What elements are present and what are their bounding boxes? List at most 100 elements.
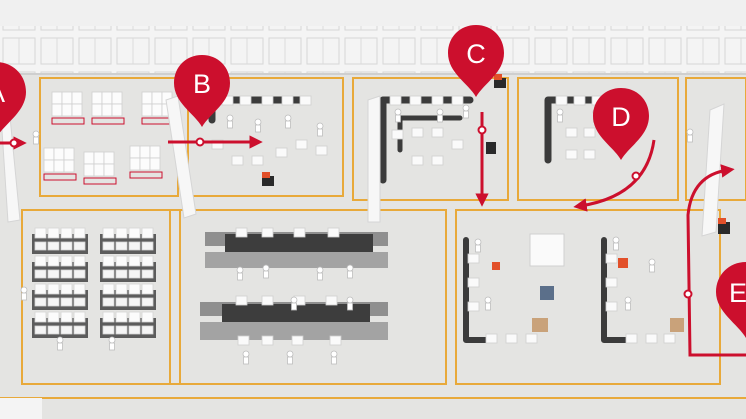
worker-figure <box>317 128 323 137</box>
worker-figure <box>437 114 443 123</box>
pallet-box <box>53 147 65 161</box>
zone-c-packing <box>352 77 509 201</box>
rack-box <box>47 269 60 279</box>
rack-box <box>47 283 60 295</box>
conveyor-sort-left <box>463 237 491 343</box>
pallet-outline <box>51 117 85 125</box>
location-pin-icon: A <box>0 62 26 133</box>
parcel-box <box>261 335 274 346</box>
worker-figure <box>463 110 469 119</box>
parcel-box <box>583 149 596 160</box>
worker-figure <box>108 336 116 344</box>
worker-figure <box>236 266 244 274</box>
pallet-box <box>151 91 163 105</box>
rack-box <box>141 269 154 279</box>
pallet-box <box>43 147 55 161</box>
parcel-box <box>605 277 618 288</box>
worker-figure <box>394 108 402 116</box>
rack-box <box>34 297 47 307</box>
worker-figure <box>109 342 115 351</box>
parcel-box <box>329 335 342 346</box>
pin-label-d: D <box>611 102 631 132</box>
rack-box <box>102 311 115 323</box>
worker-figure <box>262 264 270 272</box>
location-pin-icon: C <box>448 25 504 97</box>
rack-box <box>60 227 73 239</box>
rack-box <box>34 241 47 251</box>
parcel-box <box>235 227 248 238</box>
worker-figure <box>436 108 444 116</box>
worker-figure <box>287 356 293 365</box>
rack-box <box>60 325 73 335</box>
pallet-box <box>129 157 141 171</box>
pallet-box <box>83 151 95 165</box>
worker-figure <box>316 122 324 130</box>
pallet-box <box>139 157 151 171</box>
rack-box <box>141 311 154 323</box>
worker-figure <box>56 336 64 344</box>
worker-figure <box>624 296 632 304</box>
worker-figure <box>484 296 492 304</box>
rack-box <box>128 241 141 251</box>
location-pin-icon: E <box>716 262 746 338</box>
worker-figure <box>57 342 63 351</box>
rack-box <box>73 227 86 239</box>
parcel-box <box>525 333 538 344</box>
rack-box <box>128 269 141 279</box>
location-pin-icon: B <box>174 55 230 127</box>
parcel-box <box>645 333 658 344</box>
parcel-box <box>251 155 264 166</box>
forklift-icon <box>262 74 730 234</box>
worker-figure <box>227 120 233 129</box>
rack-box <box>34 325 47 335</box>
pallet-box <box>43 159 55 173</box>
storage-rack-icon <box>32 227 156 338</box>
rack-box <box>128 283 141 295</box>
worker-figure <box>284 114 292 122</box>
worker-figure <box>474 238 482 246</box>
parcel-box <box>451 139 464 150</box>
pin-label-a: A <box>0 78 5 108</box>
pallet-box <box>111 91 123 105</box>
zone-center-lower <box>169 209 447 385</box>
parcel-box <box>275 147 288 158</box>
parcel-box <box>281 95 294 106</box>
rack-box <box>141 255 154 267</box>
rack-box <box>73 311 86 323</box>
worker-figure <box>255 124 261 133</box>
rack-box <box>115 255 128 267</box>
worker-figure <box>226 114 234 122</box>
pallet-box <box>151 103 163 117</box>
parcel-box <box>431 155 444 166</box>
parcel-box <box>327 227 340 238</box>
worker-figure <box>33 136 39 145</box>
worker-figure <box>21 292 27 301</box>
pallet-box <box>103 151 115 165</box>
parcel-box <box>431 95 444 106</box>
parcel-box <box>261 95 274 106</box>
rack-box <box>34 227 47 239</box>
parcel-box <box>315 145 328 156</box>
worker-figure <box>557 114 563 123</box>
rack-box <box>128 311 141 323</box>
rack-box <box>128 297 141 307</box>
rack-box <box>115 241 128 251</box>
rack-box <box>60 297 73 307</box>
pallet-box <box>71 91 83 105</box>
pallet-box <box>63 159 75 173</box>
pallet-box <box>139 145 151 159</box>
worker-figure <box>649 264 655 273</box>
rack-box <box>115 227 128 239</box>
rack-box <box>102 269 115 279</box>
rack-box <box>102 241 115 251</box>
parcel-box <box>605 253 618 264</box>
parcel-box <box>625 333 638 344</box>
back-wall <box>0 0 746 75</box>
rack-box <box>128 325 141 335</box>
location-pins: A B C D E <box>0 25 746 338</box>
pin-label-b: B <box>193 69 211 99</box>
packing-lines <box>200 232 388 340</box>
flow-arrow-e <box>686 164 746 357</box>
pallet-box <box>51 91 63 105</box>
worker-figure <box>475 244 481 253</box>
